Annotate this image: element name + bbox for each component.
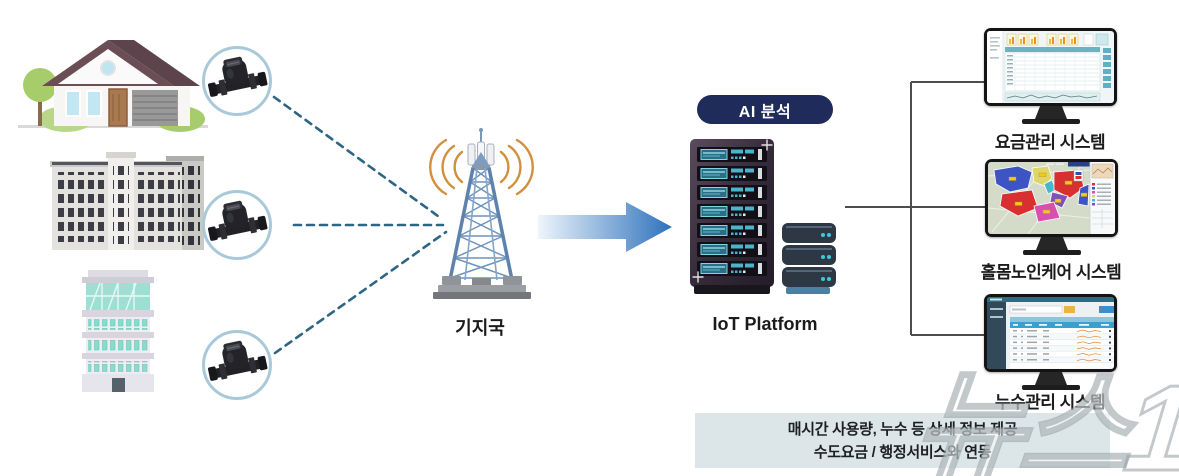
- fee-system-label: 요금관리 시스템: [994, 133, 1106, 152]
- iot-platform-label: IoT Platform: [712, 314, 818, 334]
- info-line-1: 매시간 사용량, 누수 등 상세 정보 제공: [787, 420, 1018, 438]
- water-meter-icon: [207, 340, 268, 381]
- water-meter-badge: [202, 330, 272, 400]
- water-meter-badge: [202, 46, 272, 116]
- leak-table-screen: [987, 297, 1114, 369]
- info-line-2: 수도요금 / 행정서비스와 연동: [813, 443, 992, 461]
- gis-map-screen: [988, 162, 1115, 234]
- apartment-building-icon: [50, 152, 204, 250]
- office-building-icon: [82, 270, 154, 392]
- radio-waves-icon: [429, 138, 534, 196]
- monitor-stand-base: [1022, 385, 1080, 390]
- monitor-stand: [1035, 372, 1067, 385]
- connector-bracket: [845, 81, 985, 336]
- water-meter-badge: [202, 190, 272, 260]
- billing-screen: [987, 31, 1114, 103]
- monitor-stand-base: [1023, 250, 1081, 255]
- server-rack-icon: [690, 139, 836, 294]
- house-icon: [18, 40, 208, 132]
- info-box: 매시간 사용량, 누수 등 상세 정보 제공 수도요금 / 행정서비스와 연동: [695, 413, 1110, 468]
- fee-system-monitor-icon: [984, 28, 1117, 106]
- monitor-stand: [1035, 106, 1067, 119]
- water-meter-icon: [207, 200, 268, 241]
- leak-system-label: 누수관리 시스템: [994, 393, 1106, 412]
- monitor-stand-base: [1022, 119, 1080, 124]
- leak-system-monitor-icon: [984, 294, 1117, 372]
- monitor-stand: [1036, 237, 1068, 250]
- care-system-monitor-icon: [985, 159, 1118, 237]
- care-system-label: 홀몸노인케어 시스템: [980, 263, 1122, 282]
- base-station-label: 기지국: [455, 318, 505, 338]
- ai-analysis-badge: AI 분석: [697, 95, 833, 124]
- database-stack-icon: [782, 223, 836, 294]
- cell-tower-icon: [429, 128, 534, 299]
- flow-arrow-icon: [538, 202, 672, 252]
- water-meter-icon: [207, 56, 268, 97]
